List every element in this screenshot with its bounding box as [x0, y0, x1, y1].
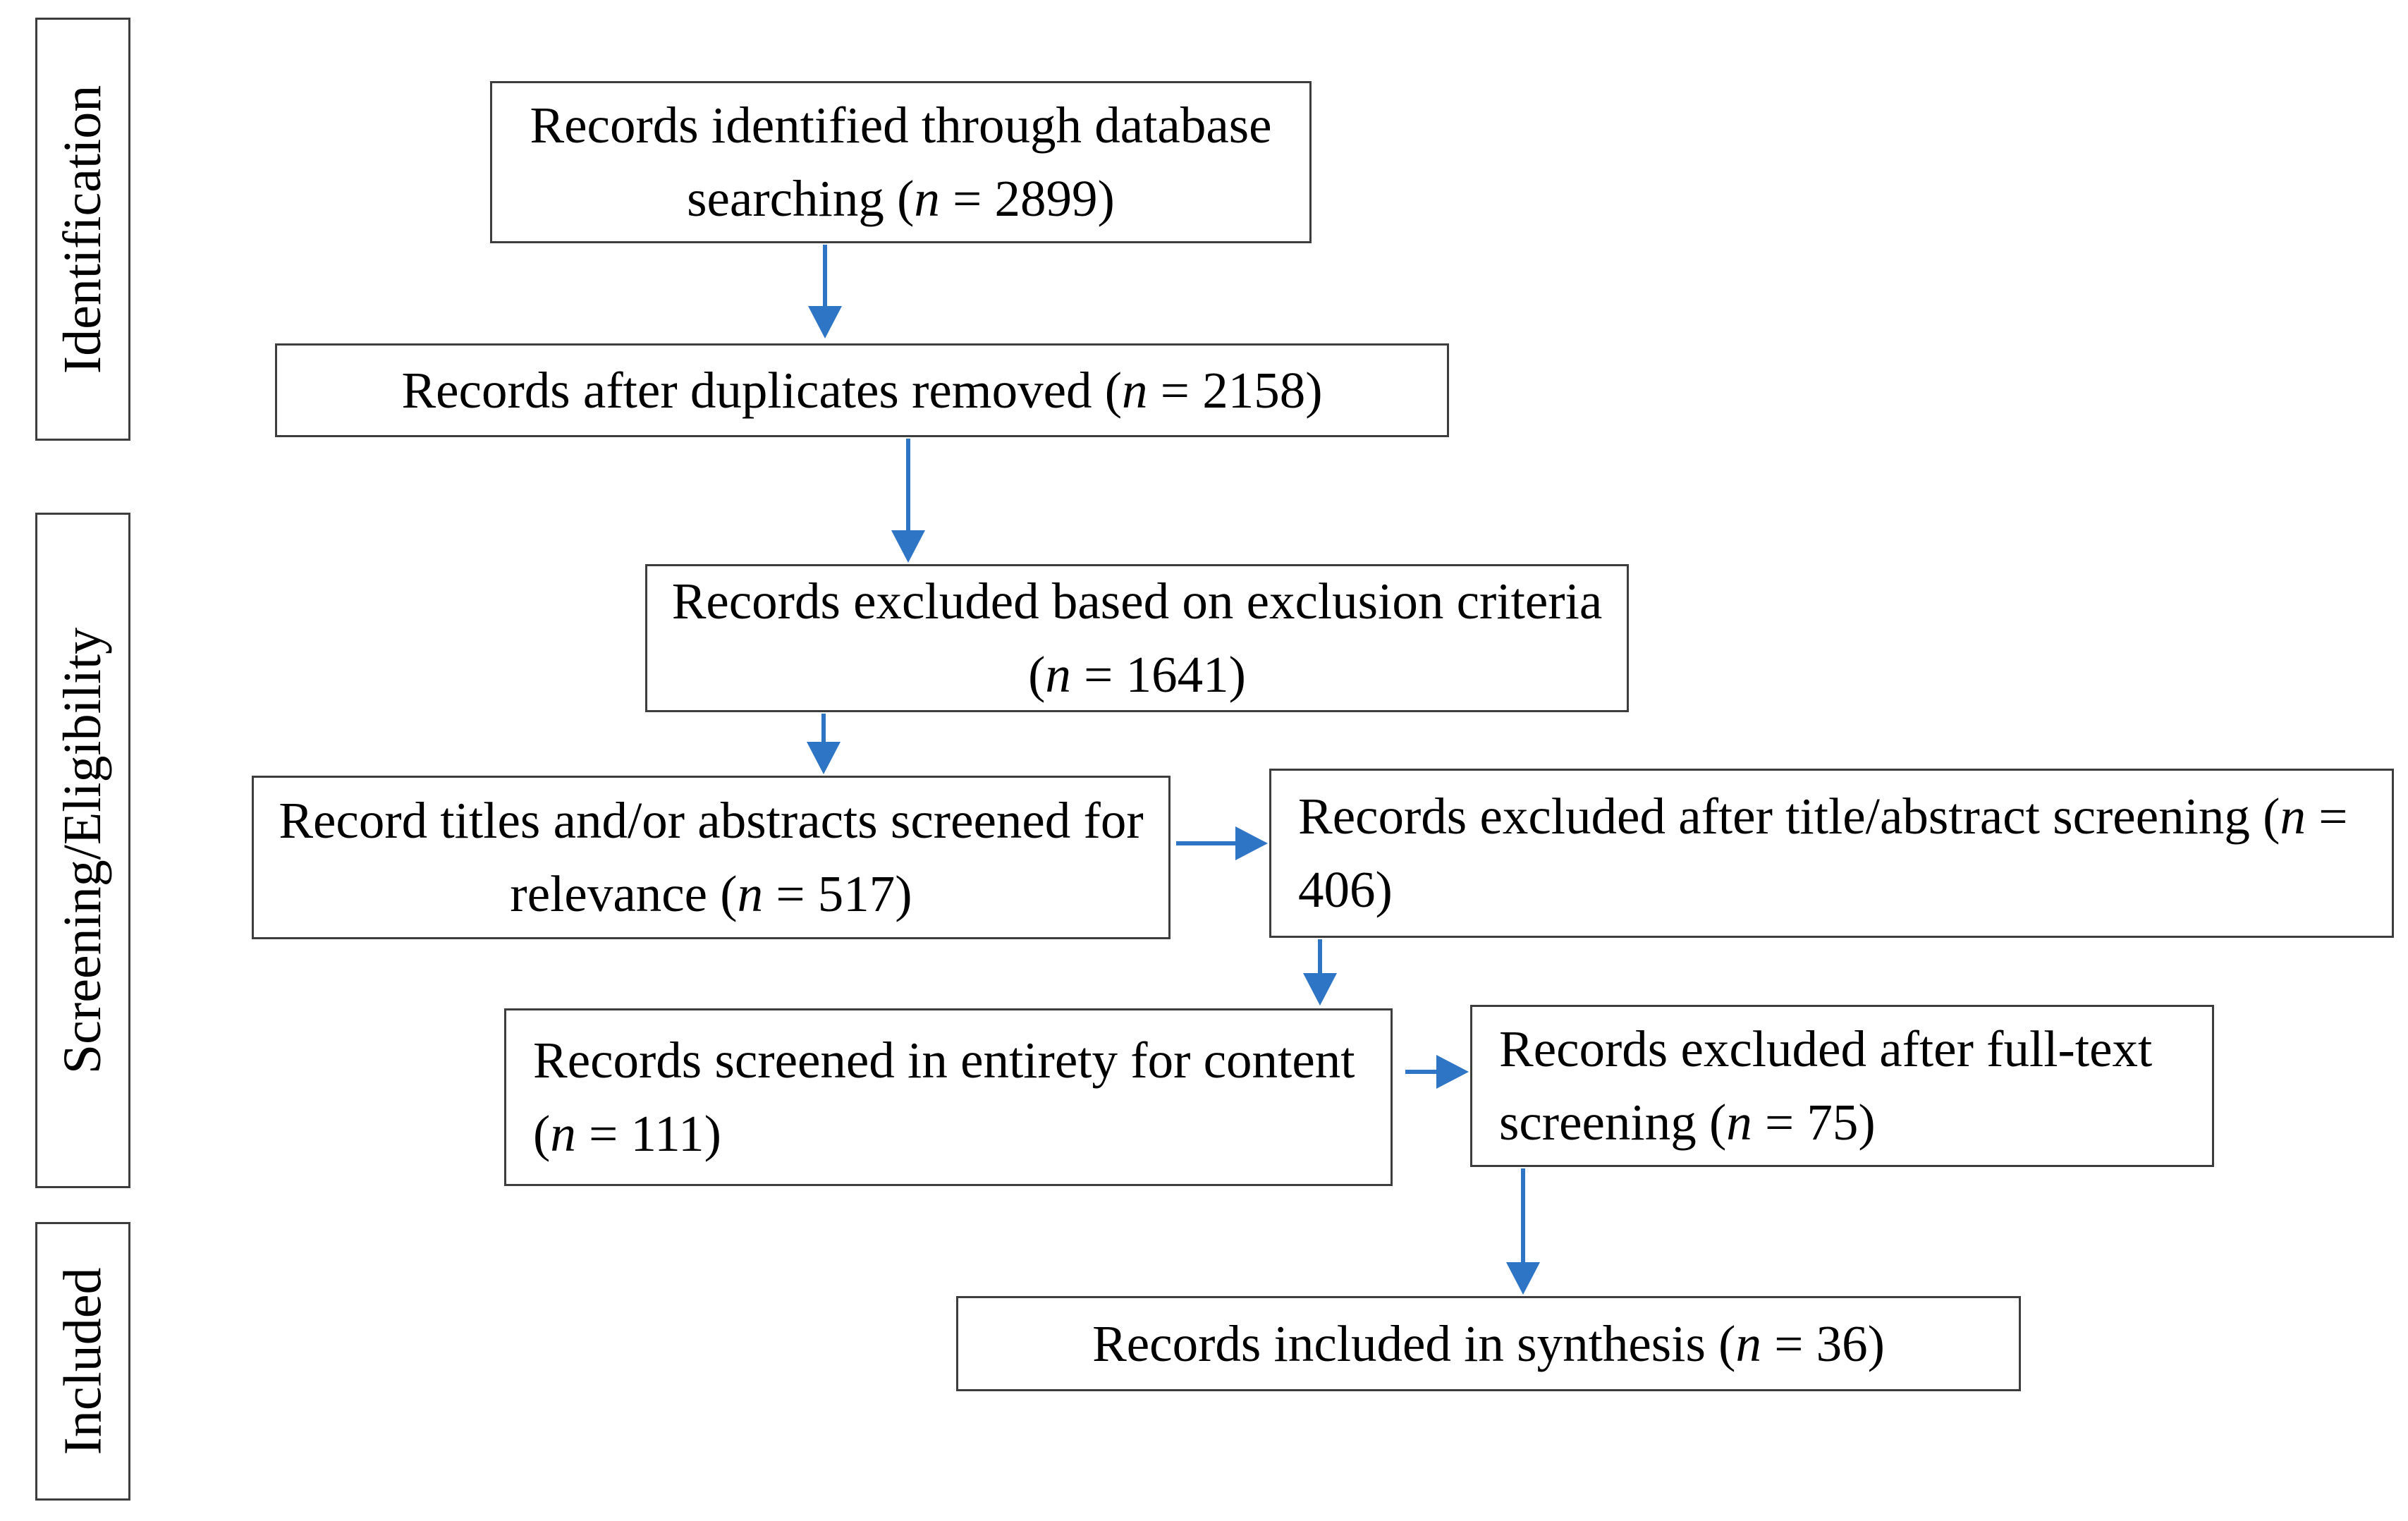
arrow-excluded-full-text-to-included-synthesis	[1506, 1168, 1540, 1295]
node-excluded-full-text-label: Records excluded after full-text screeni…	[1499, 1020, 2153, 1151]
node-duplicates-removed-label: Records after duplicates removed (n = 21…	[401, 361, 1323, 419]
arrow-shaft	[906, 439, 910, 536]
arrow-titles-abstracts-to-excluded-title-abstract	[1176, 826, 1268, 860]
stage-label-included-text: Included	[53, 1267, 113, 1455]
node-records-identified-label: Records identified through database sear…	[530, 97, 1272, 227]
node-excluded-title-abstract-label: Records excluded after title/abstract sc…	[1298, 788, 2348, 918]
arrow-down-icon	[891, 530, 925, 563]
arrow-excluded-title-abstract-to-screened-entirety	[1303, 939, 1337, 1006]
node-excluded-full-text: Records excluded after full-text screeni…	[1470, 1005, 2214, 1167]
node-included-synthesis-label: Records included in synthesis (n = 36)	[1092, 1314, 1885, 1372]
arrow-down-icon	[807, 742, 841, 774]
arrow-shaft	[1521, 1168, 1525, 1268]
node-titles-abstracts-screened-label: Record titles and/or abstracts screened …	[279, 792, 1144, 922]
stage-label-screening-eligibility: Screening/Eligibility	[35, 513, 130, 1188]
node-screened-entirety-label: Records screened in entirety for content…	[533, 1032, 1355, 1162]
arrow-excluded-criteria-to-titles-abstracts	[807, 714, 841, 774]
node-screened-entirety: Records screened in entirety for content…	[504, 1008, 1393, 1186]
node-excluded-exclusion-criteria: Records excluded based on exclusion crit…	[645, 564, 1629, 712]
arrow-shaft	[1176, 841, 1241, 845]
arrow-down-icon	[1303, 973, 1337, 1006]
arrow-down-icon	[1506, 1262, 1540, 1295]
node-excluded-title-abstract: Records excluded after title/abstract sc…	[1269, 769, 2394, 938]
arrow-screened-entirety-to-excluded-full-text	[1405, 1055, 1469, 1089]
arrow-right-icon	[1436, 1055, 1469, 1089]
arrow-right-icon	[1235, 826, 1268, 860]
arrow-down-icon	[808, 306, 842, 338]
stage-label-identification: Identification	[35, 18, 130, 441]
stage-label-included: Included	[35, 1222, 130, 1501]
node-excluded-exclusion-criteria-label: Records excluded based on exclusion crit…	[671, 573, 1603, 703]
arrow-deduped-to-excluded-criteria	[891, 439, 925, 563]
stage-label-screening-eligibility-text: Screening/Eligibility	[53, 627, 113, 1074]
arrow-shaft	[1318, 939, 1322, 979]
stage-label-identification-text: Identification	[53, 85, 113, 374]
node-titles-abstracts-screened: Record titles and/or abstracts screened …	[252, 776, 1171, 939]
node-records-identified: Records identified through database sear…	[490, 81, 1312, 243]
arrow-shaft	[823, 245, 827, 312]
arrow-shaft	[1405, 1070, 1442, 1074]
arrow-identified-to-deduped	[808, 245, 842, 338]
node-duplicates-removed: Records after duplicates removed (n = 21…	[275, 343, 1449, 437]
node-included-synthesis: Records included in synthesis (n = 36)	[956, 1296, 2021, 1391]
arrow-shaft	[821, 714, 826, 747]
